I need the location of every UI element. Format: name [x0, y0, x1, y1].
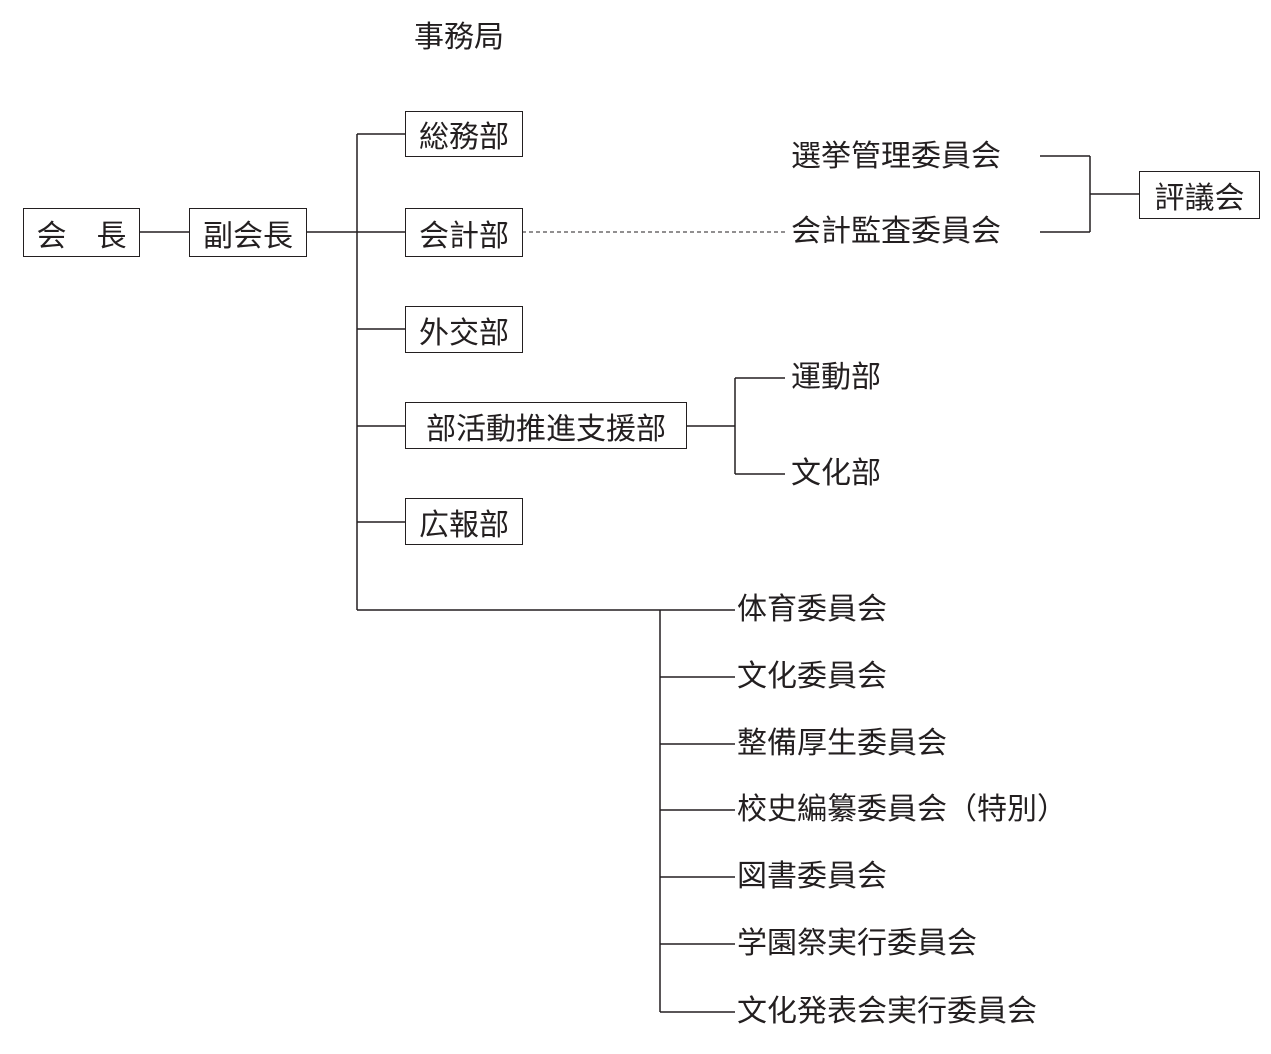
- election-committee-label: 選挙管理委員会: [791, 139, 1001, 174]
- committee-item: 図書委員会: [737, 859, 887, 894]
- vice-president-box: 副会長: [189, 208, 307, 257]
- dept-bukatsu-box: 部活動推進支援部: [405, 402, 687, 449]
- dept-gaikou-box: 外交部: [405, 306, 523, 353]
- secretariat-label: 事務局: [414, 20, 504, 55]
- dept-kouhou-box: 広報部: [405, 498, 523, 545]
- committee-item: 整備厚生委員会: [737, 726, 947, 761]
- president-box: 会 長: [23, 208, 140, 257]
- undoubu-label: 運動部: [791, 360, 881, 395]
- committee-item: 文化委員会: [737, 659, 887, 694]
- audit-committee-label: 会計監査委員会: [791, 214, 1001, 249]
- committee-item: 文化発表会実行委員会: [737, 994, 1037, 1029]
- bunkabu-label: 文化部: [791, 456, 881, 491]
- council-box: 評議会: [1139, 171, 1260, 219]
- dept-soumu-box: 総務部: [405, 111, 523, 157]
- committee-item: 校史編纂委員会（特別）: [737, 792, 1067, 827]
- committee-item: 体育委員会: [737, 592, 887, 627]
- dept-kaikei-box: 会計部: [405, 208, 523, 257]
- committee-item: 学園祭実行委員会: [737, 926, 977, 961]
